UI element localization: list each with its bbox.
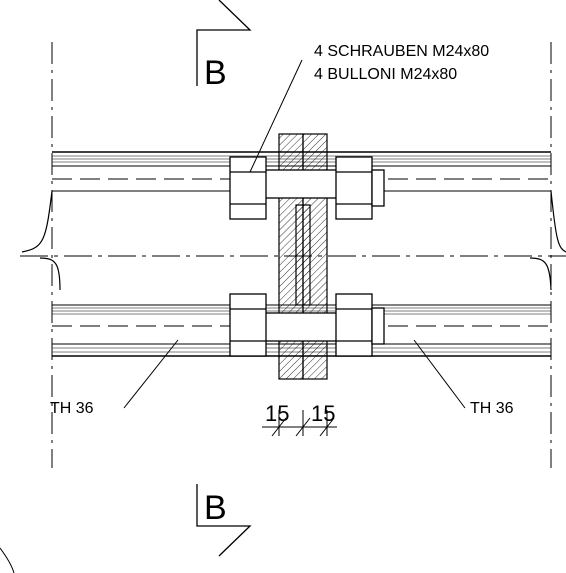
upper-bolt: [229, 156, 385, 220]
dimension-line: [262, 410, 337, 437]
corner-arc: [0, 547, 15, 573]
bolt-note-de: 4 SCHRAUBEN M24x80: [314, 43, 489, 60]
bolt-note-leader: [249, 59, 303, 173]
section-label-top: B: [204, 54, 227, 92]
dimension-right: 15: [311, 401, 335, 426]
bolt-note-it: 4 BULLONI M24x80: [314, 66, 457, 83]
lower-bolt: [229, 293, 385, 357]
profile-label-left: TH 36: [50, 400, 94, 417]
vertical-center-lines: [51, 42, 552, 468]
section-label-bottom: B: [204, 489, 227, 527]
dimension-left: 15: [265, 401, 289, 426]
profile-leaders: [123, 339, 466, 409]
profile-label-right: TH 36: [470, 400, 514, 417]
section-marker-bottom: B: [196, 484, 252, 557]
section-marker-top: B: [196, 0, 252, 92]
